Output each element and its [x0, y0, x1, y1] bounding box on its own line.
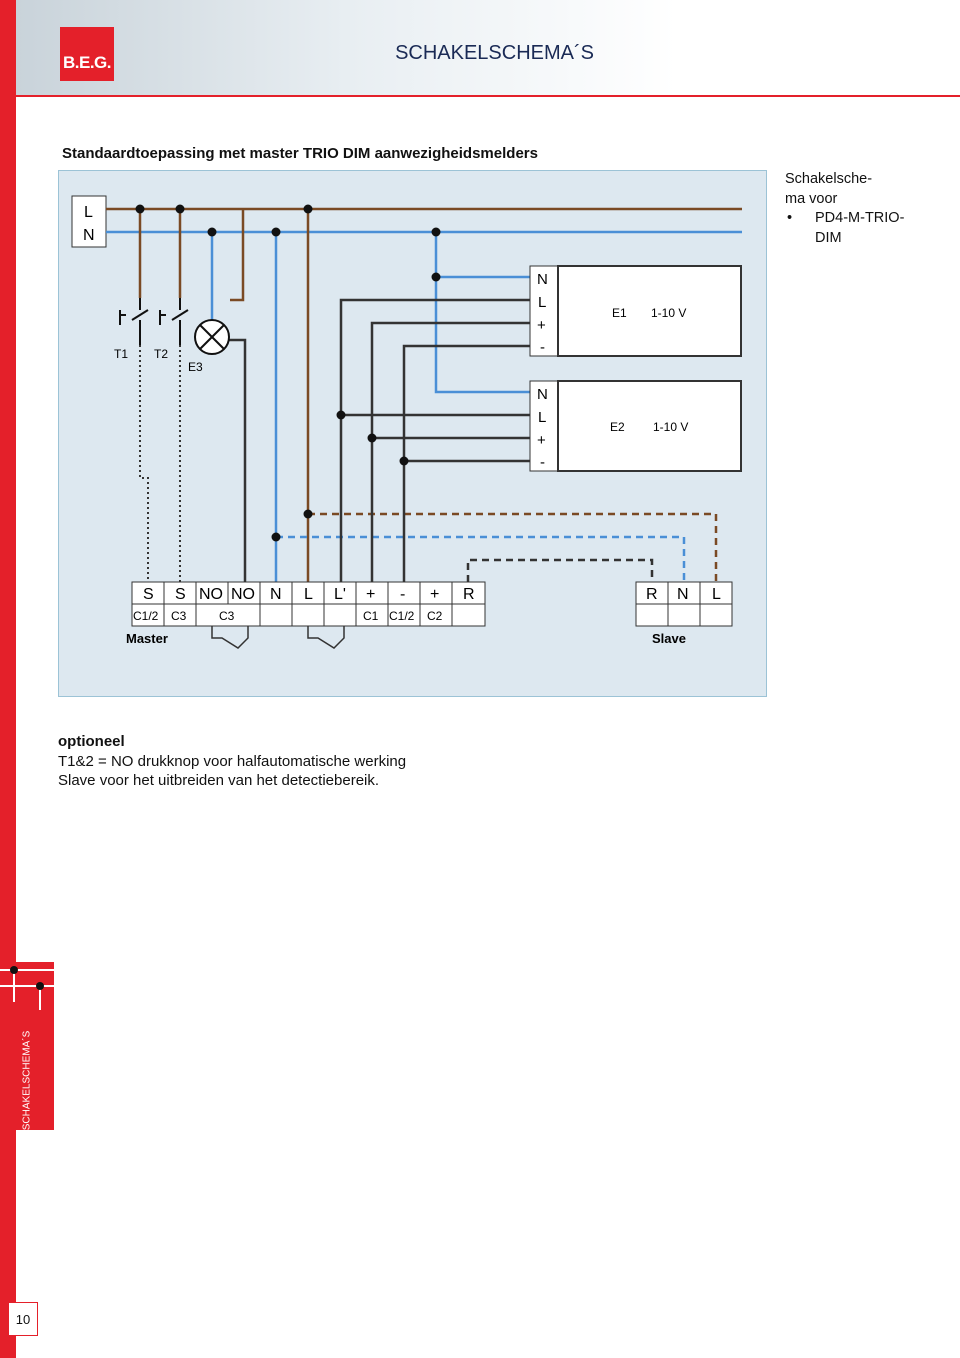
- ballast-E1-type: 1-10 V: [651, 306, 686, 320]
- lamp-icon: [194, 319, 230, 355]
- master-sublabel: C1: [363, 609, 379, 623]
- bus-label-box: [71, 195, 107, 248]
- master-terminal-block: S S NO NO N L L' + - + R C1/2 C3 C3 C1 C…: [126, 581, 486, 649]
- ballast-E2-term: N: [537, 386, 548, 403]
- wire-minus-E1: [402, 344, 530, 582]
- label-T1: T1: [114, 347, 128, 361]
- master-term: L: [304, 586, 313, 603]
- label-E3: E3: [188, 360, 203, 374]
- pushbutton-icon: [159, 298, 189, 345]
- ballast-E1-term: L: [538, 294, 546, 311]
- wire-Lprime: [339, 298, 530, 582]
- master-term: L': [334, 586, 346, 603]
- side-tab-label: SCHAKELSCHEMA´S: [21, 1030, 33, 1131]
- page-number: 10: [8, 1302, 38, 1336]
- ballast-E1-term: N: [537, 271, 548, 288]
- caption-line-1: Schakelsche-: [785, 171, 873, 187]
- master-label: Master: [126, 631, 168, 646]
- master-term: R: [463, 586, 475, 603]
- header-banner: [16, 0, 960, 96]
- ballast-E1-name: E1: [612, 306, 627, 320]
- junction-dot: [431, 272, 441, 282]
- junction-dot: [207, 227, 217, 237]
- junction-dot: [271, 532, 281, 542]
- notes-line-1: T1&2 = NO drukknop voor halfautomatische…: [58, 752, 407, 770]
- left-red-bar: [0, 0, 16, 1358]
- master-sublabel: C1/2: [389, 609, 415, 623]
- junction-dot: [271, 227, 281, 237]
- master-term: N: [270, 586, 282, 603]
- ballast-E1-term: +: [537, 317, 546, 334]
- section-title: Standaardtoepassing met master TRIO DIM …: [62, 145, 538, 162]
- junction-dot: [175, 204, 185, 214]
- master-sublabel: C3: [171, 609, 187, 623]
- caption-bullet-item: PD4-M-TRIO-DIM: [785, 209, 925, 248]
- master-sublabel: C1/2: [133, 609, 159, 623]
- notes-line-2: Slave voor het uitbreiden van het detect…: [58, 772, 380, 789]
- relay-contact-icon: [211, 626, 249, 649]
- wire-N-E2: [434, 277, 530, 394]
- ballast-E2-term: L: [538, 409, 546, 426]
- junction-dot: [336, 410, 346, 420]
- relay-contact-icon: [307, 626, 345, 649]
- notes-title: optioneel: [58, 733, 125, 750]
- junction-dot: [303, 509, 313, 519]
- master-term: +: [430, 586, 439, 603]
- ballast-E1-term: -: [540, 339, 545, 356]
- ballast-E2: N L + - E2 1-10 V: [529, 380, 742, 472]
- junction-dot: [399, 456, 409, 466]
- caption-line-2: ma voor: [785, 190, 838, 207]
- master-sublabel: C3: [219, 609, 235, 623]
- slave-terminal-block: R N L Slave: [635, 581, 733, 646]
- page-title: SCHAKELSCHEMA´S: [395, 42, 594, 64]
- side-tab: [0, 962, 54, 1130]
- wire-R-slave: [466, 558, 654, 582]
- bus-label-L: L: [84, 204, 93, 221]
- side-caption: Schakelsche- ma voor PD4-M-TRIO-DIM: [785, 170, 925, 248]
- slave-term: L: [712, 586, 721, 603]
- master-term: NO: [231, 586, 255, 603]
- circuit-icon: [0, 966, 54, 1010]
- wire-plus-E1: [370, 321, 530, 582]
- slave-term: R: [646, 586, 658, 603]
- ballast-E2-term: -: [540, 454, 545, 471]
- ballast-E2-name: E2: [610, 420, 625, 434]
- master-term: S: [143, 586, 154, 603]
- slave-label: Slave: [652, 631, 686, 646]
- notes: optioneel T1&2 = NO drukknop voor halfau…: [58, 732, 406, 791]
- slave-term: N: [677, 586, 689, 603]
- master-term: NO: [199, 586, 223, 603]
- master-term: -: [400, 586, 405, 603]
- master-sublabel: C2: [427, 609, 443, 623]
- junction-dot: [367, 433, 377, 443]
- ballast-E1: N L + - E1 1-10 V: [529, 265, 742, 357]
- brand-logo: B.E.G.: [60, 27, 114, 81]
- wiring-diagram: L N: [58, 170, 767, 697]
- wire-L-slave: [308, 512, 718, 582]
- wire-L-ballasts: [230, 209, 245, 302]
- ballast-E2-term: +: [537, 432, 546, 449]
- master-term: +: [366, 586, 375, 603]
- wire-N-slave: [276, 535, 686, 582]
- ballast-E2-type: 1-10 V: [653, 420, 688, 434]
- header-divider: [16, 95, 960, 97]
- junction-dot: [303, 204, 313, 214]
- master-term: S: [175, 586, 186, 603]
- junction-dot: [135, 204, 145, 214]
- junction-dot: [431, 227, 441, 237]
- bus-label-N: N: [83, 227, 95, 244]
- wire-T1-S: [139, 345, 149, 582]
- label-T2: T2: [154, 347, 168, 361]
- pushbutton-icon: [119, 298, 149, 345]
